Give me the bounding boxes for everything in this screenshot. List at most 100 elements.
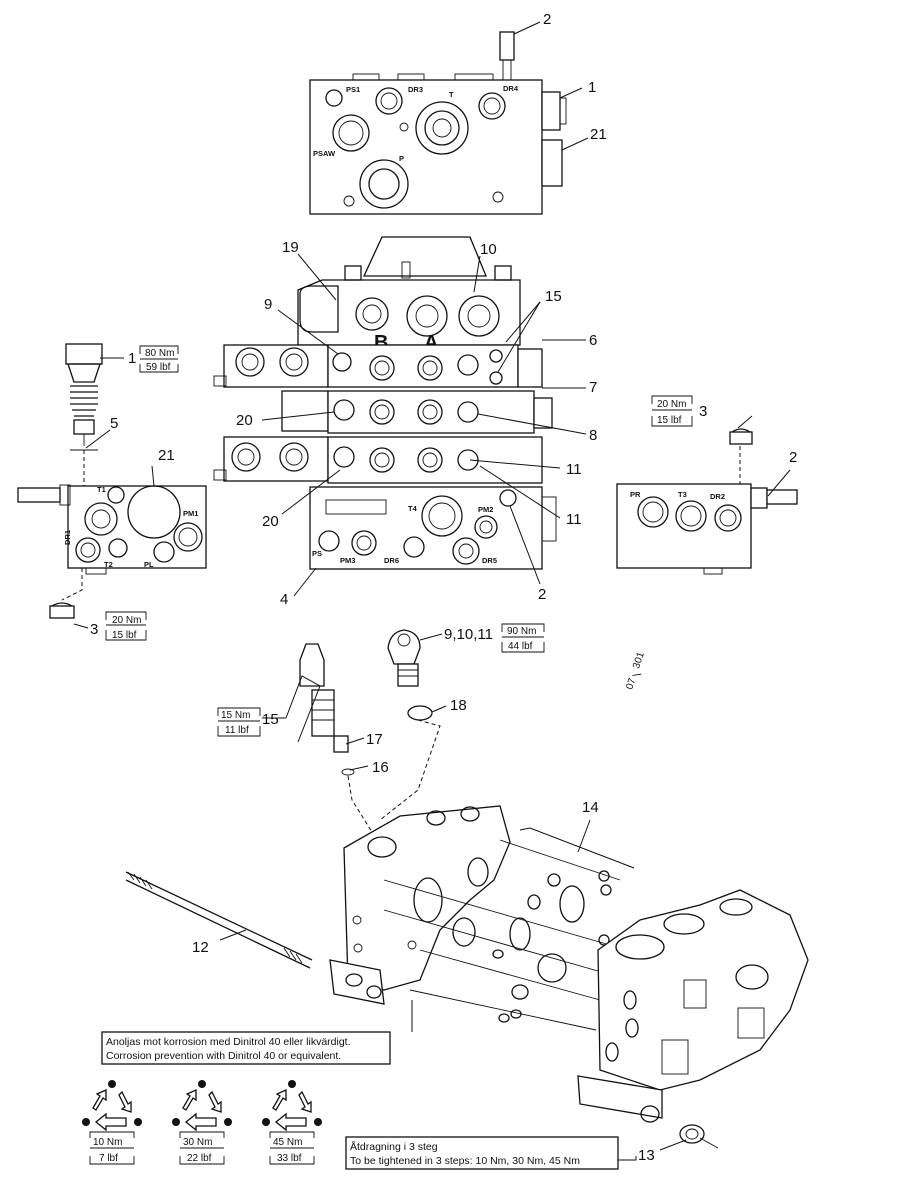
svg-text:80 Nm: 80 Nm — [145, 348, 174, 359]
callout-numbers: 2 1 21 19 10 15 9 6 7 20 8 11 20 11 4 2 … — [90, 11, 797, 1164]
port-dr5-label: DR5 — [482, 556, 497, 565]
torque-spec-20nm-left: 20 Nm 15 lbf — [105, 611, 147, 641]
callout-3-left: 3 — [90, 621, 98, 638]
svg-text:Corrosion prevention with Dini: Corrosion prevention with Dinitrol 40 or… — [106, 1050, 341, 1062]
svg-text:15 Nm: 15 Nm — [221, 710, 250, 721]
outlet-block: T4 PM2 PS PM3 DR6 DR5 — [309, 486, 557, 570]
port-ps1-label: PS1 — [346, 85, 360, 94]
svg-text:20 Nm: 20 Nm — [657, 399, 686, 410]
port-dr3-label: DR3 — [408, 85, 423, 94]
torque-spec-80nm: 80 Nm 59 lbf — [139, 345, 179, 373]
svg-text:11 lbf: 11 lbf — [225, 725, 249, 736]
svg-text:10 Nm: 10 Nm — [93, 1137, 122, 1148]
svg-text:30 Nm: 30 Nm — [183, 1137, 212, 1148]
tightening-sequence-3: 45 Nm 33 lbf — [262, 1080, 322, 1165]
tightening-sequence-2: 30 Nm 22 lbf — [172, 1080, 232, 1165]
svg-text:Åtdragning i 3 steg: Åtdragning i 3 steg — [350, 1140, 438, 1153]
svg-text:15 lbf: 15 lbf — [657, 415, 682, 426]
port-pr-label: PR — [630, 490, 641, 499]
port-t1-label: T1 — [97, 485, 106, 494]
port-pl-label: PL — [144, 560, 154, 569]
callout-11-a: 11 — [566, 461, 582, 478]
svg-text:59 lbf: 59 lbf — [146, 362, 171, 373]
tightening-note: Åtdragning i 3 steg To be tightened in 3… — [345, 1136, 619, 1170]
torque-spec-20nm-right: 20 Nm 15 lbf — [651, 395, 693, 427]
corrosion-note: Anoljas mot korrosion med Dinitrol 40 el… — [101, 1031, 391, 1065]
svg-text:90 Nm: 90 Nm — [507, 626, 536, 637]
callout-18: 18 — [450, 697, 467, 714]
port-t3-label: T3 — [678, 490, 687, 499]
callout-6: 6 — [589, 332, 597, 349]
port-p-label: P — [399, 154, 404, 163]
callout-21-left: 21 — [158, 447, 175, 464]
port-t-label: T — [449, 90, 454, 99]
callout-11-b: 11 — [566, 511, 582, 528]
port-dr6-label: DR6 — [384, 556, 399, 565]
callout-1-left: 1 — [128, 350, 136, 367]
left-end-block: T1 PM1 T2 PL DR1 — [17, 484, 207, 575]
plug-right — [729, 428, 753, 445]
svg-text:33 lbf: 33 lbf — [277, 1153, 302, 1164]
leader-lines — [73, 21, 791, 1161]
right-end-block: PR T3 DR2 — [616, 483, 798, 575]
port-ps-label: PS — [312, 549, 322, 558]
valve-stack: B A — [213, 236, 553, 484]
nut-13 — [679, 1124, 719, 1149]
callout-8: 8 — [589, 427, 597, 444]
port-dr2-label: DR2 — [710, 492, 725, 501]
callout-13: 13 — [638, 1147, 655, 1164]
port-pm2-upper-label: PM2 — [478, 505, 493, 514]
torque-spec-90nm: 90 Nm 44 lbf — [501, 623, 545, 653]
port-dr1-label: DR1 — [63, 530, 72, 545]
svg-text:20 Nm: 20 Nm — [112, 615, 141, 626]
port-dr4-label: DR4 — [503, 84, 519, 93]
callout-15-lower: 15 — [262, 711, 279, 728]
port-pm3-label: PM3 — [340, 556, 355, 565]
svg-text:301: 301 — [631, 650, 647, 670]
port-pm1-label: PM1 — [183, 509, 198, 518]
callout-12: 12 — [192, 939, 209, 956]
inlet-block-top: PS1 DR3 T DR4 PSAW P — [309, 31, 567, 215]
callout-2-mid: 2 — [538, 586, 546, 603]
relief-valve-left — [65, 343, 103, 451]
port-t4-label: T4 — [408, 504, 418, 513]
valve-body-exploded — [329, 805, 809, 1123]
callout-20-b: 20 — [262, 513, 279, 530]
callout-21-top: 21 — [590, 126, 607, 143]
svg-text:Anoljas mot korrosion med Dini: Anoljas mot korrosion med Dinitrol 40 el… — [106, 1036, 351, 1048]
drawing-reference: 07 301 — [624, 650, 647, 691]
plug-left — [49, 602, 75, 619]
callout-20-a: 20 — [236, 412, 253, 429]
callout-2-top: 2 — [543, 11, 551, 28]
callout-7: 7 — [589, 379, 597, 396]
callout-16: 16 — [372, 759, 389, 776]
svg-text:44 lbf: 44 lbf — [508, 641, 533, 652]
callout-14: 14 — [582, 799, 599, 816]
tightening-sequence-1: 10 Nm 7 lbf — [82, 1080, 142, 1165]
svg-text:7 lbf: 7 lbf — [99, 1153, 118, 1164]
svg-text:07: 07 — [624, 677, 638, 691]
pressure-fitting-15 — [299, 643, 355, 776]
svg-text:15 lbf: 15 lbf — [112, 630, 137, 641]
torque-spec-15nm: 15 Nm 11 lbf — [217, 707, 261, 737]
port-t2-label: T2 — [104, 560, 113, 569]
callout-2-right: 2 — [789, 449, 797, 466]
svg-text:To be tightened in 3 steps: 10: To be tightened in 3 steps: 10 Nm, 30 Nm… — [350, 1155, 580, 1167]
callout-5: 5 — [110, 415, 118, 432]
svg-text:22 lbf: 22 lbf — [187, 1153, 212, 1164]
svg-text:45 Nm: 45 Nm — [273, 1137, 302, 1148]
tie-rod-12 — [125, 871, 313, 969]
callout-19: 19 — [282, 239, 299, 256]
callout-10: 10 — [480, 241, 497, 258]
callout-15-top: 15 — [545, 288, 562, 305]
callout-1-top: 1 — [588, 79, 596, 96]
callout-3-right: 3 — [699, 403, 707, 420]
callout-17: 17 — [366, 731, 383, 748]
assembly-dashed-lines — [61, 446, 741, 833]
port-psaw-label: PSAW — [313, 149, 336, 158]
callout-9-10-11: 9,10,11 — [444, 626, 493, 643]
callout-9: 9 — [264, 296, 272, 313]
callout-4: 4 — [280, 591, 288, 608]
bolt-9-10-11 — [387, 629, 433, 721]
